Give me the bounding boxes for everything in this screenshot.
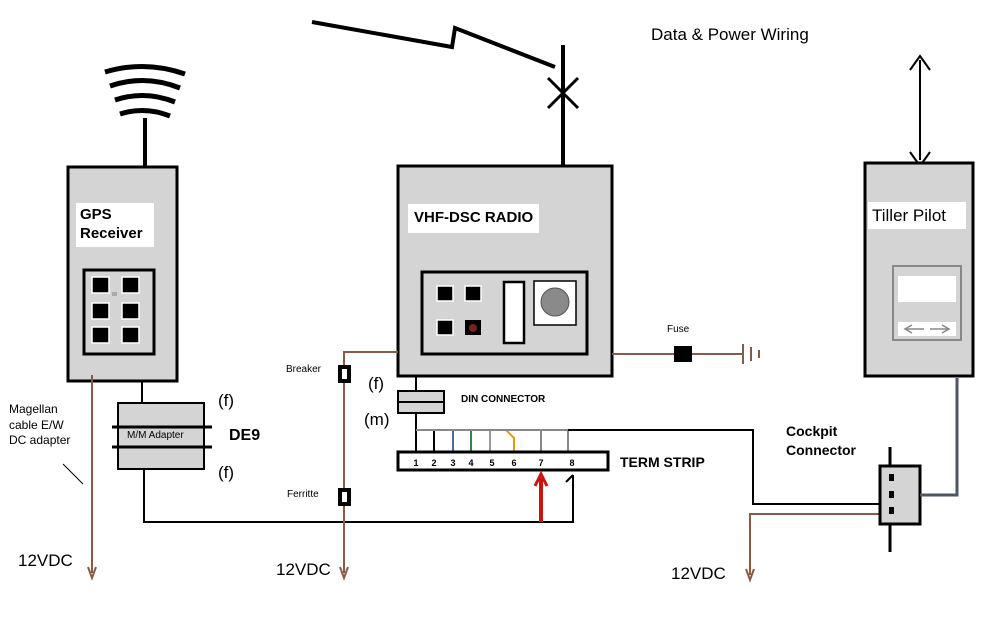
mm-adapter xyxy=(117,402,205,470)
power-label-right: 12VDC xyxy=(671,564,726,583)
terminal-6: 6 xyxy=(511,458,516,468)
magellan-label: Magellan cable E/W DC adapter xyxy=(9,402,70,449)
ground-icon xyxy=(742,344,760,364)
terminal-8: 8 xyxy=(569,458,574,468)
mm-adapter-label: M/M Adapter xyxy=(127,430,184,441)
term-strip xyxy=(396,450,610,472)
cockpit-label-line1: Cockpit xyxy=(786,423,838,439)
radio-knob xyxy=(540,287,570,317)
tiller-pilot-label: Tiller Pilot xyxy=(868,202,966,229)
magellan-line3: DC adapter xyxy=(9,433,71,448)
radio-signal-icon xyxy=(311,20,556,69)
cockpit-label-line2: Connector xyxy=(786,441,856,458)
de9-label: DE9 xyxy=(229,427,261,444)
power-label-left: 12VDC xyxy=(18,551,73,570)
magellan-line1: Magellan xyxy=(9,402,58,416)
term-strip-terminals: 1 2 3 4 5 6 7 8 xyxy=(413,458,574,468)
cockpit-connector xyxy=(878,464,922,526)
diagram-title: Data & Power Wiring xyxy=(651,25,809,44)
terminal-3: 3 xyxy=(450,458,455,468)
ferrite-label: Ferritte xyxy=(287,489,319,500)
din-female-label: (f) xyxy=(368,374,385,393)
terminal-7: 7 xyxy=(538,458,543,468)
terminal-5: 5 xyxy=(489,458,494,468)
cockpit-connector-label: Cockpit Connector xyxy=(786,422,856,460)
radio-display xyxy=(502,280,526,345)
term-strip-label: TERM STRIP xyxy=(620,454,705,470)
gps-receiver-label: GPS Receiver xyxy=(76,203,154,247)
din-connector-label: DIN CONNECTOR xyxy=(461,394,546,405)
power-label-mid: 12VDC xyxy=(276,560,331,579)
fuse xyxy=(674,346,692,362)
gps-label-line2: Receiver xyxy=(80,224,143,242)
din-male-label: (m) xyxy=(364,410,390,429)
terminal-1: 1 xyxy=(413,458,418,468)
terminal-4: 4 xyxy=(468,458,473,468)
de9-female-top-label: (f) xyxy=(218,391,235,410)
fuse-label: Fuse xyxy=(667,324,690,335)
radio-label: VHF-DSC RADIO xyxy=(408,204,540,233)
terminal-2: 2 xyxy=(431,458,436,468)
gps-signal-icon xyxy=(104,64,186,119)
de9-female-bottom-label: (f) xyxy=(218,463,235,482)
gps-label-line1: GPS xyxy=(80,206,112,223)
breaker-label: Breaker xyxy=(286,364,322,375)
magellan-line2: cable E/W xyxy=(9,417,64,432)
